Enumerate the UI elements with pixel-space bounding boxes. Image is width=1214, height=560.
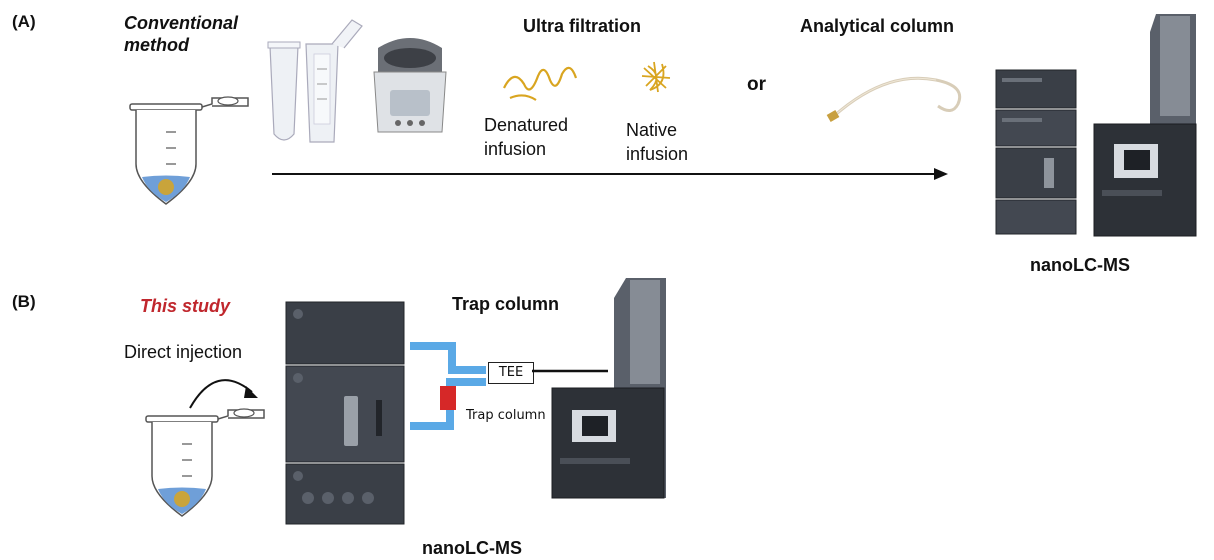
denatured-infusion-label: Denatured infusion bbox=[484, 113, 568, 161]
conventional-method-label: Conventional method bbox=[124, 12, 238, 56]
centrifuge-icon bbox=[373, 38, 447, 133]
workflow-arrow bbox=[272, 168, 948, 180]
ultrafiltration-title: Ultra filtration bbox=[523, 16, 642, 36]
denatured-protein-icon bbox=[503, 66, 578, 101]
native-protein-icon bbox=[641, 61, 671, 93]
lc-stack-icon bbox=[995, 69, 1077, 235]
method-line: method bbox=[124, 35, 189, 55]
microcentrifuge-tube-icon bbox=[129, 96, 249, 205]
mass-spectrometer-b-icon bbox=[551, 278, 666, 499]
tubing-diagram bbox=[410, 342, 486, 430]
native-infusion-line: infusion bbox=[626, 144, 689, 164]
nanolc-ms-label-a: nanoLC-MS bbox=[1030, 255, 1130, 275]
mass-spectrometer-icon bbox=[1093, 14, 1197, 237]
analytical-column-icon bbox=[826, 76, 962, 122]
trap-column-label: Trap column bbox=[466, 408, 546, 423]
direct-injection-label: Direct injection bbox=[124, 342, 243, 362]
analytical-column-title: Analytical column bbox=[800, 16, 955, 36]
conventional-line: Conventional bbox=[124, 13, 239, 33]
centrifugal-filter-icon bbox=[267, 19, 363, 143]
or-label: or bbox=[747, 74, 766, 95]
native-line: Native bbox=[626, 120, 678, 140]
panel-a-label: (A) bbox=[12, 12, 36, 31]
this-study-label: This study bbox=[140, 296, 231, 316]
denatured-line: Denatured bbox=[484, 115, 569, 135]
trap-column-icon bbox=[440, 386, 456, 410]
microcentrifuge-tube-b-icon bbox=[145, 408, 265, 517]
denatured-infusion-line: infusion bbox=[484, 139, 547, 159]
tee-box: TEE bbox=[488, 362, 534, 384]
injection-arrow-icon bbox=[189, 379, 258, 409]
trap-column-title: Trap column bbox=[452, 294, 560, 314]
lc-stack-b-icon bbox=[285, 301, 405, 525]
nanolc-ms-label-b: nanoLC-MS bbox=[422, 538, 522, 558]
tee-connection-line bbox=[532, 369, 608, 373]
native-infusion-label: Native infusion bbox=[626, 118, 688, 166]
panel-b-label: (B) bbox=[12, 292, 36, 311]
